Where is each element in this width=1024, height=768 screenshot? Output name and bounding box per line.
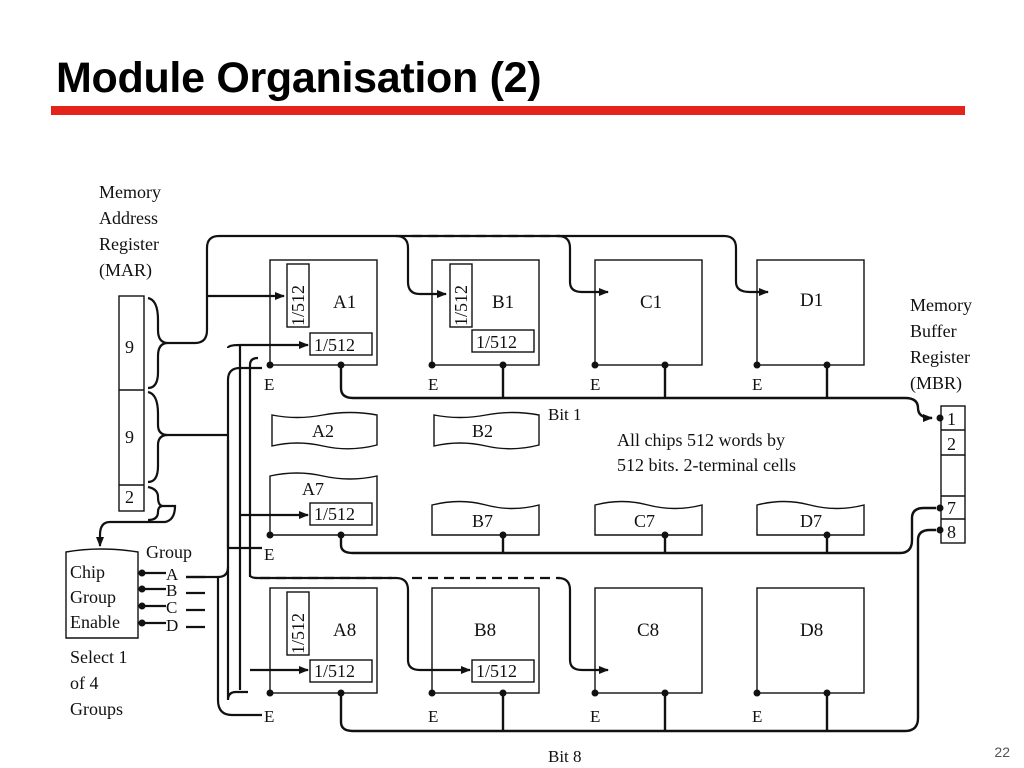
chip-c1: C1 [640, 292, 662, 313]
chip-d1: D1 [800, 290, 823, 311]
svg-text:Memory: Memory [99, 182, 161, 202]
chip-d7: D7 [800, 511, 822, 531]
svg-text:E: E [752, 707, 762, 726]
row-decoder-b1-label: 1/512 [451, 285, 471, 326]
mbr-register [940, 405, 966, 544]
svg-text:E: E [752, 375, 762, 394]
chip-b1: B1 [492, 292, 514, 313]
col-decoder-b1 [471, 329, 535, 353]
cge-line-3: Enable [70, 612, 120, 632]
mar-register: 9 9 2 [118, 295, 145, 512]
svg-text:Memory: Memory [910, 295, 972, 315]
page-number: 22 [994, 744, 1010, 760]
group-b-label: B [166, 581, 177, 600]
select-line-3: Groups [70, 699, 123, 719]
chip-c8: C8 [637, 620, 659, 641]
mar-field-3: 2 [125, 487, 134, 507]
svg-text:E: E [590, 375, 600, 394]
mar-wiring [96, 234, 769, 701]
note-line-2: 512 bits. 2-terminal cells [617, 455, 796, 475]
cge-line-2: Group [70, 587, 116, 607]
bit1-bus [339, 365, 933, 422]
mar-field-2: 9 [125, 427, 134, 447]
svg-text:E: E [590, 707, 600, 726]
bit-1-label: Bit 1 [548, 405, 582, 424]
svg-text:E: E [428, 375, 438, 394]
mar-field-1: 9 [125, 337, 134, 357]
mbr-label: Memory Buffer Register (MBR) [910, 295, 972, 394]
chip-row-8 [269, 587, 865, 694]
row-decoder-a1-label: 1/512 [288, 285, 308, 326]
mbr-bit-2: 2 [947, 434, 956, 454]
group-lines [138, 366, 262, 717]
dashed-row-lines [260, 234, 560, 580]
select-line-2: of 4 [70, 673, 99, 693]
cge-line-1: Chip [70, 562, 105, 582]
group-d-label: D [166, 616, 178, 635]
col-decoder-a7-label: 1/512 [314, 504, 355, 524]
svg-text:E: E [264, 707, 274, 726]
enable-dots [266, 361, 944, 697]
svg-text:Register: Register [910, 347, 970, 367]
row-decoder-a8-label: 1/512 [288, 613, 308, 654]
col-decoder-a1-label: 1/512 [314, 335, 355, 355]
chip-b7: B7 [472, 511, 493, 531]
enable-labels-row8: E E E E [264, 707, 762, 726]
enable-labels-row1: E E E E [264, 375, 762, 394]
chip-b2: B2 [472, 421, 493, 441]
chip-a1: A1 [333, 292, 356, 313]
group-dots [138, 569, 146, 627]
title-rule [51, 106, 965, 115]
chip-row-2 [271, 411, 540, 450]
chip-a8: A8 [333, 620, 356, 641]
chip-b8: B8 [474, 620, 496, 641]
group-label: Group [146, 542, 192, 562]
enable-label-a7: E [264, 545, 274, 564]
mbr-bit-8: 8 [947, 522, 956, 542]
mbr-bit-7: 7 [947, 498, 956, 518]
chip-a7: A7 [302, 479, 324, 499]
svg-text:(MBR): (MBR) [910, 373, 962, 394]
select-line-1: Select 1 [70, 647, 127, 667]
mbr-bit-1: 1 [947, 409, 956, 429]
col-decoder-b1-label: 1/512 [476, 332, 517, 352]
col-decoder-a1 [309, 332, 373, 356]
mar-label: Memory Address Register (MAR) [99, 182, 161, 281]
col-decoder-b8-label: 1/512 [476, 661, 517, 681]
svg-text:Address: Address [99, 208, 158, 228]
bit-8-label: Bit 8 [548, 747, 582, 766]
col-decoder-a8-label: 1/512 [314, 661, 355, 681]
chip-a2: A2 [312, 421, 334, 441]
chip-d8: D8 [800, 620, 823, 641]
group-a-label: A [166, 565, 179, 584]
chip-row-1 [269, 259, 865, 366]
row-decoder-a1 [286, 263, 310, 328]
svg-text:Register: Register [99, 234, 159, 254]
chip-group-enable-box [65, 548, 139, 639]
slide-title: Module Organisation (2) [56, 54, 542, 102]
svg-text:E: E [264, 375, 274, 394]
group-c-label: C [166, 598, 177, 617]
svg-text:Buffer: Buffer [910, 321, 957, 341]
svg-text:E: E [428, 707, 438, 726]
bit8-bus [339, 528, 936, 733]
note-line-1: All chips 512 words by [617, 430, 785, 450]
chip-row-7 [269, 472, 865, 536]
chip-c7: C7 [634, 511, 655, 531]
svg-text:(MAR): (MAR) [99, 260, 152, 281]
row-decoder-b1 [449, 263, 473, 328]
